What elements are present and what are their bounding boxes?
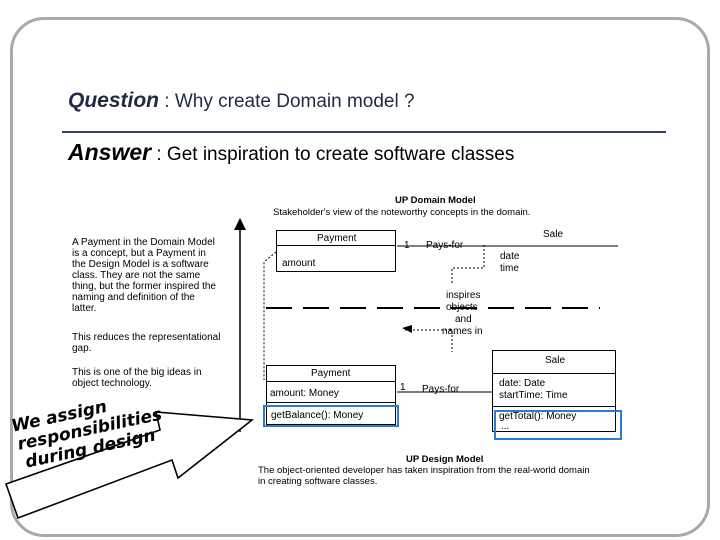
domain-sale-attr-date: date [500, 251, 520, 262]
note-line: object technology. [72, 378, 152, 389]
question-text: : Why create Domain model ? [159, 91, 415, 112]
note-line: is a concept, but a Payment in [72, 248, 206, 259]
divider-rule [62, 131, 666, 133]
domain-multiplicity: 1 [404, 240, 410, 251]
note-line: naming and definition of the [72, 292, 195, 303]
question-keyword: Question [68, 89, 160, 112]
answer-text: : Get inspiration to create software cla… [151, 144, 515, 165]
vertical-bar-arrowhead [234, 218, 246, 230]
note-line: This is one of the big ideas in [72, 367, 202, 378]
note-line: thing, but the former inspired the [72, 281, 216, 292]
inspires-dotted-line [405, 329, 453, 352]
design-payment-name: Payment [311, 368, 351, 379]
class-divider [267, 381, 395, 382]
domain-association-label: Pays-for [426, 240, 464, 251]
domain-sale-name: Sale [543, 229, 564, 240]
design-sale-name: Sale [545, 355, 566, 366]
design-sale-method-highlight [494, 410, 622, 440]
domain-model-title: UP Domain Model [395, 195, 476, 206]
domain-payment-name: Payment [317, 233, 357, 244]
domain-model-subtitle: Stakeholder's view of the noteworthy con… [273, 207, 531, 218]
inspires-line: names in [442, 326, 483, 337]
note-line: class. They are not the same [72, 270, 201, 281]
class-divider [493, 373, 615, 374]
note-to-payment-dotted-line [263, 251, 277, 380]
note-line: gap. [72, 343, 92, 354]
design-model-subtitle-line: in creating software classes. [258, 476, 378, 487]
class-divider [267, 402, 395, 403]
design-sale-method: ... [501, 421, 510, 432]
note-line: This reduces the representational [72, 332, 221, 343]
design-sale-method: getTotal(): Money [499, 411, 577, 422]
design-sale-attr: date: Date [499, 378, 546, 389]
big-arrow [4, 411, 255, 520]
class-divider [277, 245, 395, 246]
design-multiplicity: 1 [400, 382, 406, 393]
domain-sale-attr-time: time [500, 263, 519, 274]
inspires-line: and [455, 314, 472, 325]
design-sale-attr: startTime: Time [499, 390, 568, 401]
design-sale-class: Sale date: Date startTime: Time getTotal… [492, 350, 616, 432]
design-payment-class: Payment amount: Money getBalance(): Mone… [266, 365, 396, 425]
domain-payment-class: Payment amount [276, 230, 396, 272]
domain-payment-attr: amount [282, 258, 316, 269]
note-line: latter. [72, 303, 97, 314]
inspires-line: objects [446, 302, 478, 313]
design-association-label: Pays-for [422, 384, 460, 395]
design-payment-method: getBalance(): Money [271, 410, 364, 421]
question: Question : Why create Domain model ? [68, 89, 415, 113]
design-model-title: UP Design Model [406, 454, 484, 465]
design-payment-attr: amount: Money [270, 388, 339, 399]
design-model-subtitle-line: The object-oriented developer has taken … [258, 465, 590, 476]
note-line: A Payment in the Domain Model [72, 237, 215, 248]
slide-frame [10, 17, 710, 537]
class-divider [493, 406, 615, 407]
answer: Answer : Get inspiration to create softw… [68, 139, 514, 166]
answer-keyword: Answer [68, 139, 152, 165]
inspires-arrowhead [402, 325, 412, 333]
inspires-line: inspires [446, 290, 481, 301]
note-line: the Design Model is a software [72, 259, 209, 270]
design-payment-method-highlight [263, 405, 399, 427]
